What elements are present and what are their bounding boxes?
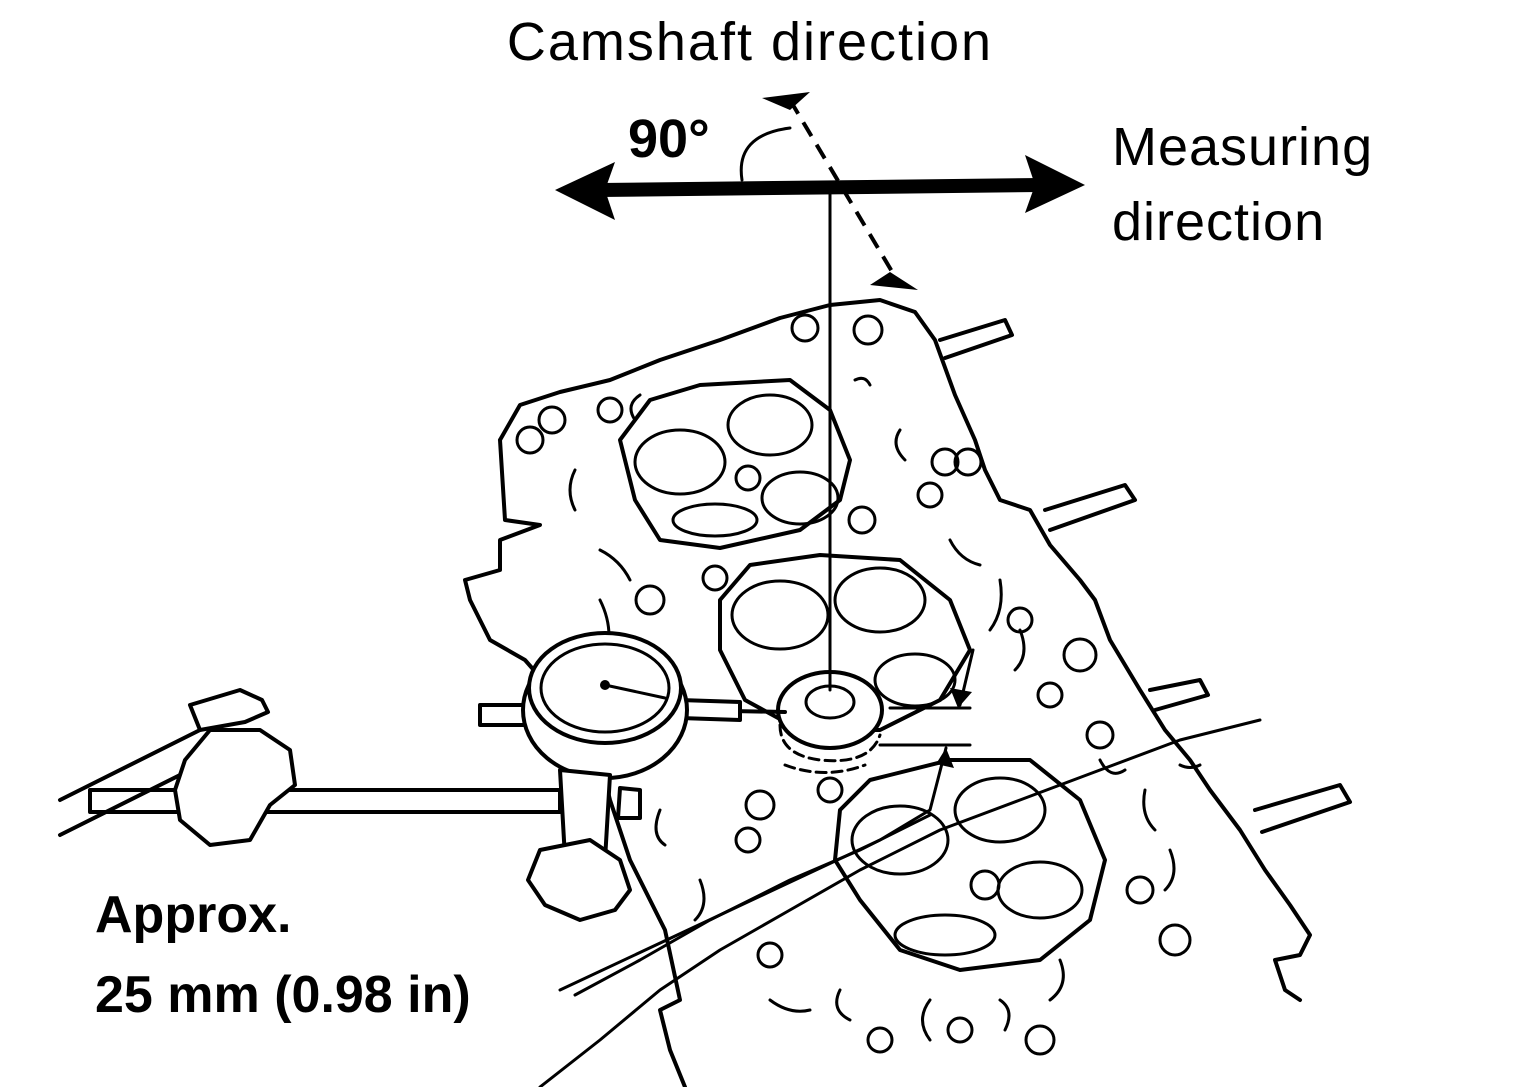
right-angle-arc	[739, 126, 792, 182]
lower-clamp-knob	[526, 838, 632, 922]
upper-clamp-post	[188, 688, 270, 732]
approx-label-line2: 25 mm (0.98 in)	[95, 966, 471, 1024]
cylinder-head	[463, 298, 1352, 1087]
bolt-holes	[515, 313, 1192, 1056]
water-jacket-passages	[568, 376, 1202, 1042]
head-studs	[938, 318, 1352, 834]
dimension-arrow-top	[950, 688, 972, 708]
upper-clamp-knob	[173, 728, 297, 847]
angle-label: 90°	[628, 109, 710, 169]
measuring-arrow-left-head	[555, 162, 615, 220]
dial-indicator	[478, 631, 787, 922]
dimension-arrow-bottom	[936, 748, 954, 768]
measuring-direction-label-line1: Measuring	[1112, 117, 1373, 177]
approx-label-line1: Approx.	[95, 886, 291, 944]
stand-arm	[88, 788, 562, 814]
dial-needle	[603, 683, 667, 700]
measuring-direction-label-line2: direction	[1112, 192, 1325, 252]
camshaft-direction-label: Camshaft direction	[507, 12, 993, 72]
indicator-stand	[58, 688, 562, 847]
combustion-chamber-1	[618, 378, 852, 550]
combustion-chamber-2	[718, 553, 972, 732]
measuring-arrow-right-head	[1025, 155, 1085, 213]
measuring-direction-arrow	[555, 155, 1085, 220]
dimension-lines	[558, 648, 975, 992]
cylinder-head-gasket-edge	[538, 718, 1262, 1087]
combustion-chamber-3	[833, 758, 1107, 972]
